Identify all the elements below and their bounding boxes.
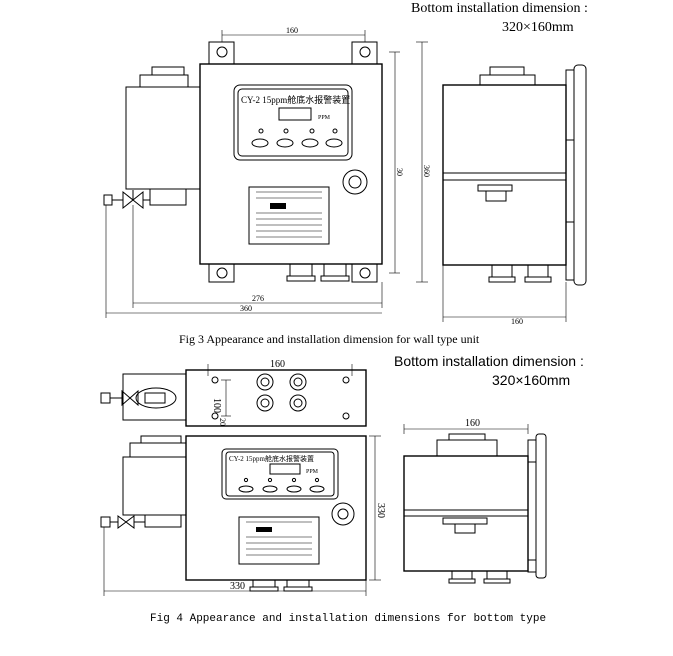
fig3-dim-inner-width: 276 bbox=[252, 294, 264, 303]
fig4-dim-top-width: 160 bbox=[270, 359, 285, 370]
fig3-front-view: 160 CY-2 15ppm舱底水报警装置 PPM bbox=[103, 26, 431, 318]
fig4-top-view: 160 100 20 bbox=[100, 359, 367, 427]
fig3-dim-side-width: 160 bbox=[511, 317, 523, 326]
fig3-install-title: Bottom installation dimension : bbox=[411, 1, 588, 16]
fig3-panel-title: CY-2 15ppm舱底水报警装置 bbox=[241, 94, 350, 105]
fig4-caption: Fig 4 Appearance and installation dimens… bbox=[150, 613, 547, 625]
fig3-ppm-unit: PPM bbox=[318, 115, 331, 121]
fig3-dim-outer-height: 360 bbox=[422, 165, 431, 177]
fig3-dim-inner-height: 30 bbox=[395, 168, 404, 176]
fig4-dim-width: 330 bbox=[230, 581, 245, 592]
fig4-install-title: Bottom installation dimension : bbox=[394, 353, 584, 369]
fig3-install-value: 320×160mm bbox=[502, 20, 574, 35]
fig3-side-view: 160 bbox=[442, 64, 587, 326]
fig4-panel-title: CY-2 15ppm舱底水报警装置 bbox=[229, 454, 314, 463]
fig3-dim-outer-width: 360 bbox=[240, 304, 252, 313]
fig4-dim-side-width: 160 bbox=[465, 418, 480, 429]
fig4-front-view: CY-2 15ppm舱底水报警装置 PPM bbox=[100, 435, 386, 596]
fig4-dim-offset: 20 bbox=[218, 418, 227, 426]
fig4-dim-spacing: 100 bbox=[211, 398, 222, 413]
fig3-caption: Fig 3 Appearance and installation dimens… bbox=[179, 332, 480, 346]
fig4-ppm-unit: PPM bbox=[306, 469, 319, 475]
fig4-install-value: 320×160mm bbox=[492, 372, 571, 388]
fig4-side-view: 160 bbox=[403, 418, 547, 584]
fig4-dim-height: 330 bbox=[375, 503, 386, 518]
fig3-dim-top-width: 160 bbox=[286, 26, 298, 35]
